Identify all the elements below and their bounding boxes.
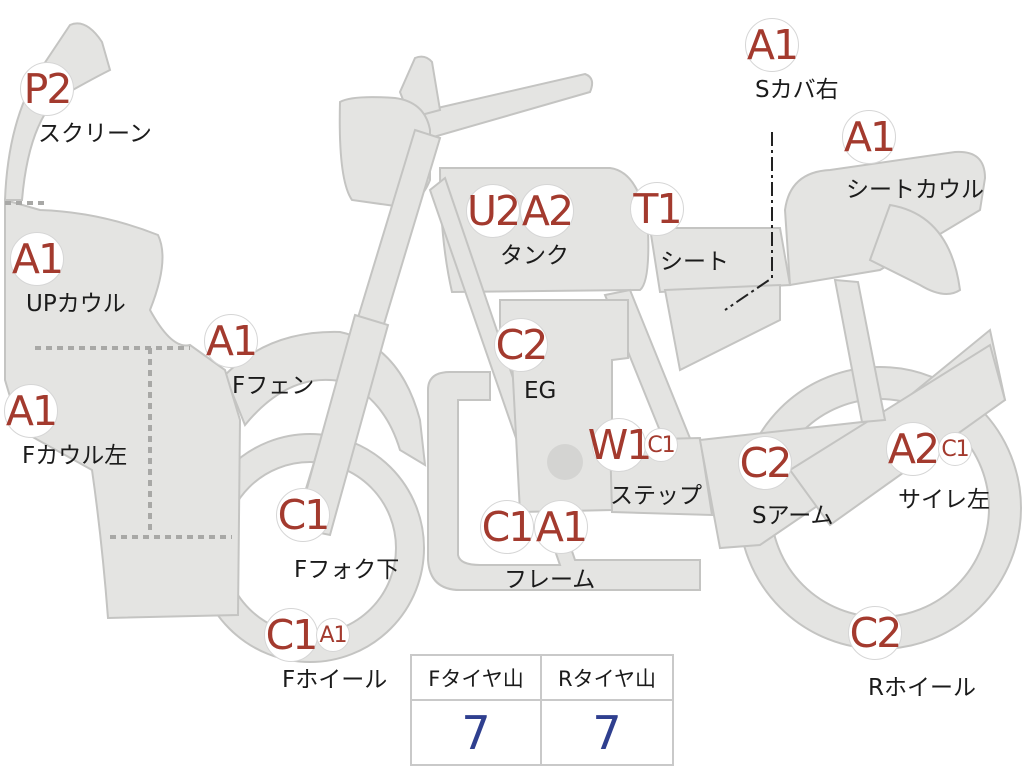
rear-tire-header: Rタイヤ山 [542,656,672,701]
side-cover-shape [663,283,781,372]
part-f-fork-lower[interactable]: C1 Fフォク下 [276,488,399,584]
rank-badge: A1 [745,18,799,72]
part-label: Fホイール [282,667,388,693]
part-label: EG [524,378,557,404]
rank-badge-small: A1 [316,618,350,652]
rank-badge: A1 [842,110,896,164]
part-step[interactable]: W1 C1 ステップ [588,418,702,510]
rank-badge: A1 [534,500,588,554]
part-silencer-left[interactable]: A2 C1 サイレ左 [886,422,990,514]
rank-badge: C1 [276,488,330,542]
part-side-cover-right[interactable]: A1 Sカバ右 [745,18,839,104]
part-label: Fフェン [232,373,315,399]
part-tank[interactable]: U2 A2 タンク [466,184,574,270]
front-tire-header: Fタイヤ山 [412,656,542,701]
rank-badge: C1 [480,500,534,554]
part-seat-cowl[interactable]: A1 シートカウル [842,110,984,204]
rank-badge: T1 [630,182,684,236]
part-f-wheel[interactable]: C1 A1 Fホイール [264,608,387,694]
handlebar-shape [418,72,594,140]
rank-badge: C2 [494,318,548,372]
rank-badge: C2 [738,436,792,490]
rank-badge: W1 [588,418,652,472]
rank-badge: A1 [204,314,258,368]
part-label: UPカウル [26,291,126,317]
part-label: Fカウル左 [22,443,128,469]
part-label: Sアーム [752,503,834,529]
rank-badge: A1 [10,232,64,286]
cowl-shape [4,198,242,620]
part-swing-arm[interactable]: C2 Sアーム [738,436,834,530]
part-label: ステップ [610,483,702,509]
part-label: スクリーン [38,121,152,147]
rear-cowl-shape [868,203,962,295]
rear-shock-shape [833,278,887,424]
part-label: シートカウル [846,177,984,203]
screen-shape [3,22,112,201]
front-tire-value: 7 [412,701,542,764]
seat-shape [648,227,792,294]
rear-tire-value: 7 [592,705,622,760]
rank-badge: C1 [264,608,318,662]
part-f-cowl-left[interactable]: A1 Fカウル左 [4,384,127,470]
part-f-fender[interactable]: A1 Fフェン [204,314,314,400]
rank-badge: U2 [466,184,521,238]
rank-badge: A2 [886,422,940,476]
part-r-wheel[interactable]: C2 Rホイール [848,606,976,702]
part-label: Fフォク下 [294,557,400,583]
rank-badge: A1 [4,384,58,438]
part-screen[interactable]: P2 スクリーン [20,62,152,148]
part-engine[interactable]: C2 EG [494,318,556,404]
part-label: シート [660,249,729,275]
part-frame[interactable]: C1 A1 フレーム [480,500,595,594]
rank-badge: A2 [520,184,574,238]
part-up-cowl[interactable]: A1 UPカウル [10,232,126,318]
part-label: フレーム [504,567,596,593]
frame-shape [427,176,701,591]
part-label: Sカバ右 [755,77,839,103]
rank-badge: C2 [848,606,902,660]
part-label: タンク [500,243,569,269]
fork-lower-shape [294,313,390,537]
part-label: Rホイール [868,675,976,701]
part-label: サイレ左 [898,487,990,513]
part-seat[interactable]: T1 シート [630,182,729,276]
rank-badge-small: C1 [938,432,972,466]
rank-badge-small: C1 [644,428,678,462]
tire-tread-table: Fタイヤ山 Rタイヤ山 7 7 [410,654,674,766]
rank-badge: P2 [20,62,74,116]
